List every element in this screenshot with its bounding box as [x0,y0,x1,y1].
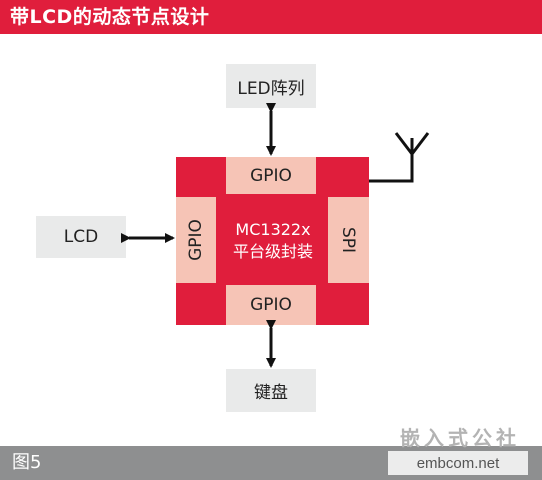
led-array-label: LED阵列 [237,78,305,99]
gpio-top-pin: GPIO [226,157,316,194]
title-bar [0,0,542,34]
gpio-bottom-pin: GPIO [226,285,316,325]
watermark-url: embcom.net [416,454,500,472]
gpio-bottom-label: GPIO [250,295,292,315]
keypad-box: 键盘 [226,369,316,412]
lcd-label: LCD [63,227,99,247]
watermark-url-box: embcom.net [388,451,528,475]
led-array-box: LED阵列 [226,64,316,108]
chip-label: MC1322x 平台级封装 [225,210,321,272]
keypad-label: 键盘 [254,383,288,403]
gpio-left-pin: GPIO [176,197,216,283]
spi-pin: SPI [328,197,369,283]
chip-package-label: 平台级封装 [232,242,313,261]
watermark-cn: 嵌入式公社 [400,426,520,450]
figure-label: 图5 [12,452,42,473]
page-title: 带LCD的动态节点设计 [10,6,210,28]
gpio-top-label: GPIO [250,165,292,186]
chip-model-label: MC1322x [235,220,311,239]
antenna-icon [369,132,430,183]
lcd-box: LCD [36,216,126,258]
